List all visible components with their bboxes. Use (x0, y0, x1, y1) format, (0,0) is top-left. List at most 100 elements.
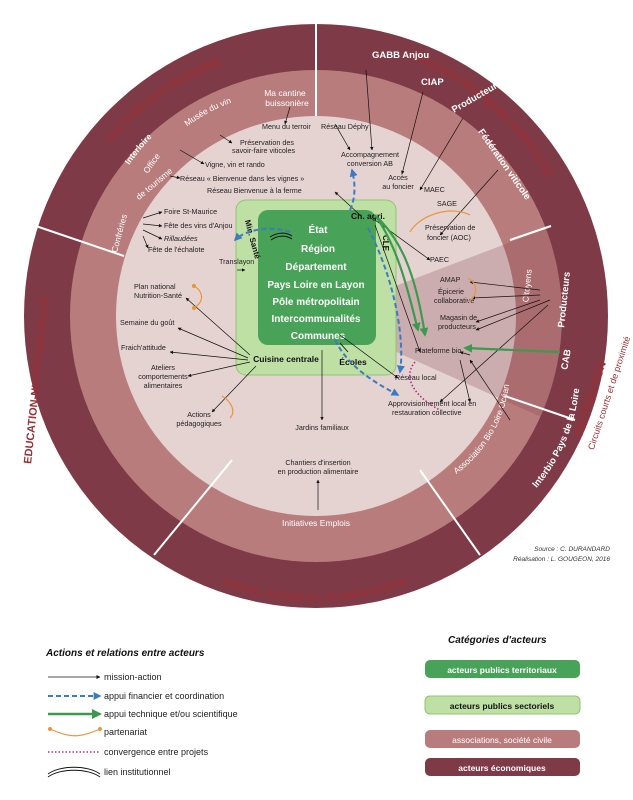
proj-amap: AMAP (440, 275, 461, 284)
source-line-2: Réalisation : L. GOUGEON, 2016 (513, 556, 610, 563)
hub-cle: CLE (381, 235, 390, 252)
proj-sage: SAGE (437, 199, 457, 208)
actor-gabb: GABB Anjou (372, 50, 429, 61)
proj-actions-1: Actions (187, 410, 211, 419)
proj-accomp-1: Accompagnement (341, 150, 399, 159)
category-label-sectoral: acteurs publics sectoriels (450, 701, 555, 711)
proj-preservation-1: Préservation des (240, 138, 294, 147)
actor-cantine-1: Ma cantine (264, 88, 306, 98)
mission-arrows (142, 69, 551, 510)
proj-reseau-dephy: Réseau Déphy (321, 122, 369, 131)
proj-epicerie-2: collaborative (434, 296, 474, 305)
hub-etat: État (309, 223, 329, 236)
actor-ciap: CIAP (421, 77, 444, 88)
hub-ecoles: Écoles (339, 357, 367, 367)
proj-accomp-2: conversion AB (347, 159, 393, 168)
legend-item-mission: mission-action (104, 672, 162, 682)
proj-translayon: Translayon (219, 257, 254, 266)
actor-citoyens: Citoyens (520, 269, 533, 303)
legend-line-partnership (49, 728, 101, 737)
proj-jardins: Jardins familiaux (295, 423, 349, 432)
actor-cantine-2: buissonière (265, 98, 309, 108)
divider (153, 459, 233, 556)
proj-fraich: Fraich'attitude (121, 343, 166, 352)
divider (509, 225, 552, 241)
proj-paec: PAEC (430, 255, 449, 264)
proj-plateforme: Plateforme bio (415, 346, 461, 355)
institutional-links (269, 232, 349, 353)
actor-cab: CAB (559, 348, 573, 370)
hub-communes: Communes (291, 331, 346, 342)
legend-categories-title: Catégories d'acteurs (448, 635, 547, 646)
hub-pays: Pays Loire en Layon (267, 280, 364, 291)
legend-relations: Actions et relations entre acteurs missi… (45, 648, 238, 778)
proj-actions-2: pédagogiques (176, 419, 222, 428)
legend-item-finance: appui financier et coordination (104, 691, 224, 701)
legend-item-institutional: lien institutionnel (104, 767, 171, 777)
proj-acces-1: Accès (388, 173, 408, 182)
proj-maec: MAEC (424, 185, 445, 194)
proj-ateliers-3: alimentaires (144, 381, 183, 390)
sector-rings (24, 24, 608, 608)
category-label-associations: associations, société civile (452, 735, 552, 745)
legend-categories: Catégories d'acteurs acteurs publics ter… (424, 635, 581, 776)
convergence-dotted (409, 361, 441, 411)
proj-menu-terroir: Menu du terroir (262, 122, 311, 131)
category-label-economic: acteurs économiques (458, 763, 546, 773)
hub-territorial-box (258, 210, 376, 345)
proj-preservation-f-1: Préservation de (425, 223, 475, 232)
proj-pnns-2: Nutrition-Santé (134, 291, 182, 300)
proj-acces-2: au foncier (382, 182, 414, 191)
proj-semaine-gout: Semaine du goût (120, 318, 174, 327)
proj-foire: Foire St-Maurice (164, 207, 217, 216)
legend-item-partnership: partenariat (104, 727, 148, 737)
legend-item-technical: appui technique et/ou scientifique (104, 709, 238, 719)
category-label-territorial: acteurs publics territoriaux (447, 665, 557, 675)
distribution-sector (316, 226, 571, 420)
proj-rillaudees: Rillaudées (164, 234, 198, 243)
proj-pnns-1: Plan national (134, 282, 176, 291)
proj-appro-2: restauration collective (392, 408, 462, 417)
hub-interco: Intercommunalités (272, 314, 361, 325)
proj-fete-vins: Fête des vins d'Anjou (164, 221, 233, 230)
proj-ateliers-1: Ateliers (151, 363, 175, 372)
proj-vigne: Vigne, vin et rando (205, 160, 265, 169)
proj-appro-1: Approvisionnement local en (388, 399, 476, 408)
proj-preservation-2: savoir-faire viticoles (232, 146, 296, 155)
finance-arrows (233, 168, 405, 396)
category-badge-associations (425, 730, 580, 748)
actor-initiatives: Initiatives Emplois (282, 518, 350, 528)
proj-preservation-f-2: foncier (AOC) (427, 233, 471, 242)
central-hub: État Région Département Pays Loire en La… (235, 199, 397, 376)
proj-epicerie-1: Épicerie (438, 287, 464, 296)
hub-region: Région (301, 244, 335, 255)
hub-cuisine: Cuisine centrale (253, 354, 319, 364)
technical-arrows (374, 214, 561, 354)
category-badge-territorial (425, 660, 580, 678)
source-line-1: Source : C. DURANDARD (534, 546, 610, 553)
proj-reseau-ferme: Réseau Bienvenue à la ferme (207, 186, 302, 195)
proj-chantiers-1: Chantiers d'insertion (285, 458, 350, 467)
proj-magasin-1: Magasin de (440, 313, 477, 322)
hub-ch-agri: Ch. agri. (351, 211, 385, 221)
hub-pole: Pôle métropolitain (272, 297, 359, 308)
divider (504, 395, 576, 421)
partnership-arcs (191, 210, 477, 419)
legend-line-institutional (47, 766, 101, 775)
divider (26, 222, 125, 257)
category-badge-economic (425, 758, 580, 776)
proj-fete-echalote: Fête de l'échalote (148, 245, 205, 254)
legend-item-convergence: convergence entre projets (104, 747, 209, 757)
divider (419, 469, 481, 556)
proj-ateliers-2: comportements (138, 372, 188, 381)
proj-reseau-local: Réseau local (395, 373, 437, 382)
project-labels: Menu du terroir Préservation des savoir-… (120, 122, 477, 476)
proj-chantiers-2: en production alimentaire (278, 467, 359, 476)
category-badge-sectoral (424, 695, 581, 715)
proj-magasin-2: producteurs (438, 322, 476, 331)
source-block: Source : C. DURANDARD Réalisation : L. G… (513, 546, 610, 563)
legend-relations-title: Actions et relations entre acteurs (45, 648, 205, 659)
hub-departement: Département (285, 262, 347, 273)
proj-reseau-vignes: Réseau « Bienvenue dans les vignes » (180, 174, 304, 183)
